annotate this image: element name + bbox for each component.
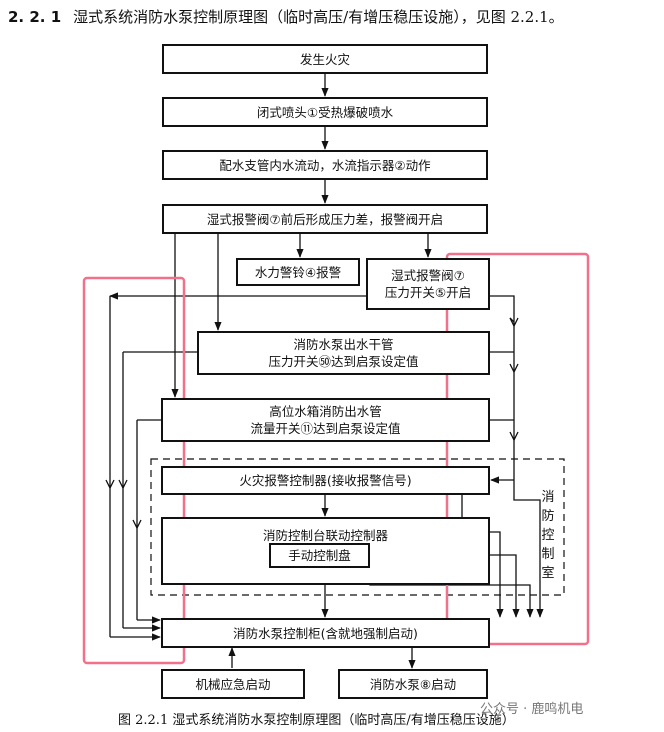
box-linkage-controller: 消防控制台联动控制器 — [161, 517, 490, 585]
control-room-outline — [150, 458, 565, 596]
box-fire-alarm-controller: 火灾报警控制器(接收报警信号) — [161, 466, 490, 495]
box-mechanical-start: 机械应急启动 — [161, 669, 305, 699]
box-pressure-switch: 湿式报警阀⑦ 压力开关⑤开启 — [366, 258, 490, 310]
box-sprinkler: 闭式喷头①受热爆破喷水 — [162, 97, 488, 127]
arrow-head-l2 — [118, 479, 128, 490]
highlight-right — [445, 252, 590, 646]
arrow-head-r1 — [509, 317, 519, 328]
control-room-label: 消防控制室 — [541, 490, 555, 581]
arrow-head-l3 — [132, 519, 142, 530]
section-number: 2. 2. 1 — [8, 8, 62, 26]
tank-line2: 流量开关⑪达到启泵设定值 — [250, 421, 401, 436]
box-main-pipe: 消防水泵出水干管 压力开关㊿达到启泵设定值 — [197, 331, 490, 375]
section-heading: 2. 2. 1 湿式系统消防水泵控制原理图（临时高压/有增压稳压设施），见图 2.… — [8, 6, 564, 27]
main-pipe-line2: 压力开关㊿达到启泵设定值 — [268, 354, 419, 369]
box-pump-start: 消防水泵⑧启动 — [338, 669, 488, 699]
arrow-head-r3 — [509, 431, 519, 442]
line-right-trunk-down — [513, 480, 541, 608]
line-linkage-right — [490, 554, 517, 608]
watermark: 公众号 · 鹿鸣机电 — [480, 702, 584, 717]
box-water-bell: 水力警铃④报警 — [236, 258, 360, 286]
box-pump-cabinet: 消防水泵控制柜(含就地强制启动) — [161, 618, 490, 648]
tank-line1: 高位水箱消防出水管 — [269, 404, 382, 419]
line-switch-right — [490, 295, 515, 480]
figure-caption: 图 2.2.1 湿式系统消防水泵控制原理图（临时高压/有增压稳压设施） — [118, 713, 515, 728]
box-manual-panel: 手动控制盘 — [269, 543, 370, 568]
box-high-tank: 高位水箱消防出水管 流量开关⑪达到启泵设定值 — [161, 398, 490, 442]
arrow-head-r2 — [509, 363, 519, 374]
box-flow-indicator: 配水支管内水流动，水流指示器②动作 — [162, 150, 488, 180]
main-pipe-line1: 消防水泵出水干管 — [293, 337, 394, 352]
box-alarm-valve: 湿式报警阀⑦前后形成压力差，报警阀开启 — [162, 204, 488, 234]
arrow-head-l1 — [105, 479, 115, 490]
box-fire-occurs: 发生火灾 — [162, 44, 488, 74]
pressure-switch-line2: 压力开关⑤开启 — [384, 285, 472, 300]
pressure-switch-line1: 湿式报警阀⑦ — [391, 268, 465, 283]
section-title: 湿式系统消防水泵控制原理图（临时高压/有增压稳压设施），见图 2.2.1。 — [73, 8, 564, 26]
